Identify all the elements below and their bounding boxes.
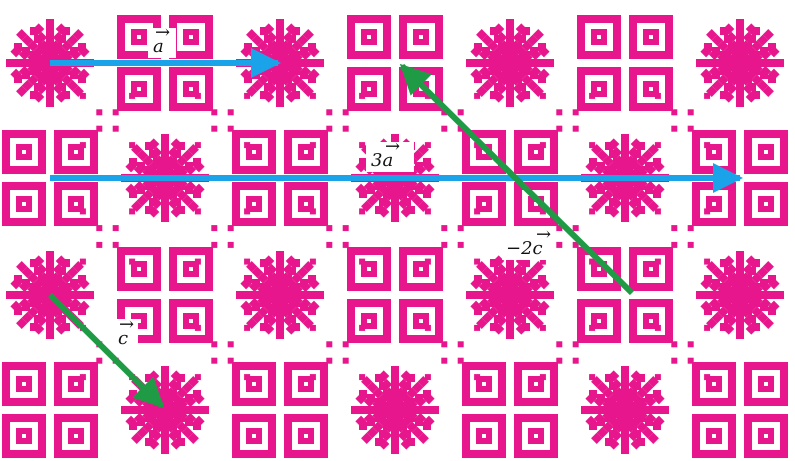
vector-arrow-symbol: → [155,22,170,43]
vector-arrow-symbol: → [536,224,551,245]
vector-arrow-symbol: → [385,136,400,157]
vector-arrow-symbol: → [119,314,134,335]
ornament-pattern [2,15,788,458]
